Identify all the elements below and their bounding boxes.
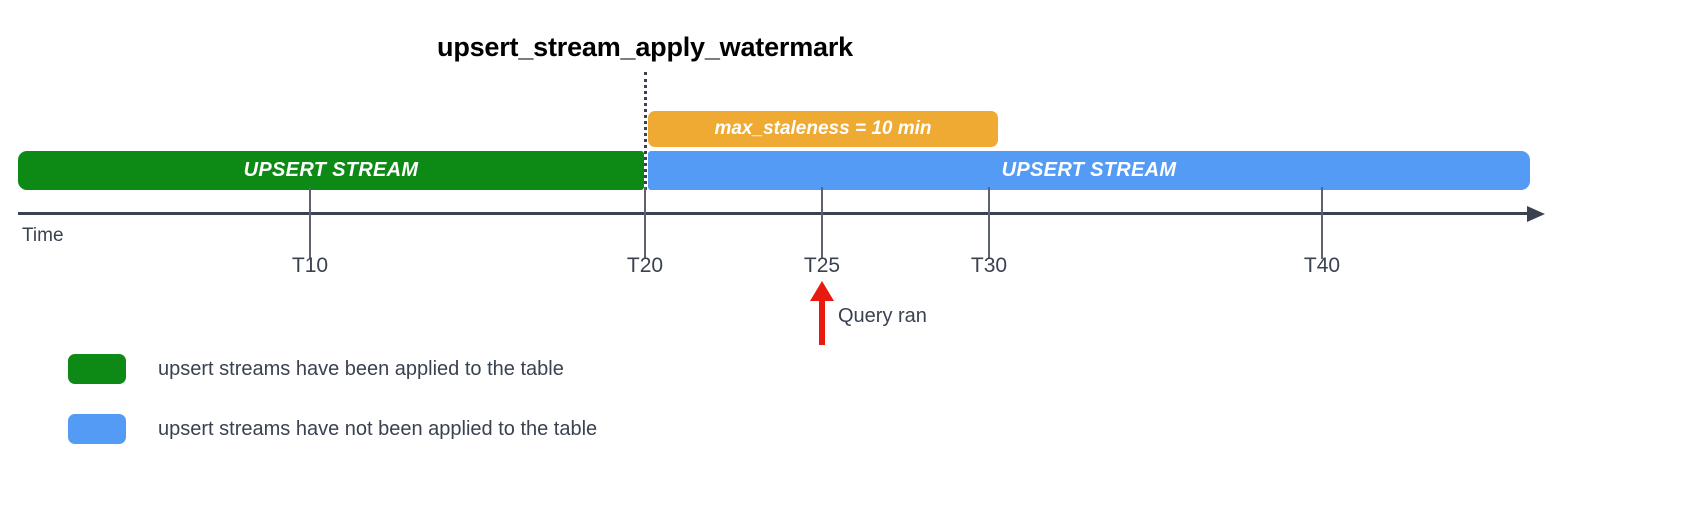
axis-tick-label-t40: T40 [1303,254,1341,277]
query-ran-arrow-head-icon [810,281,834,301]
legend-label: upsert streams have not been applied to … [158,417,598,440]
legend-item: upsert streams have been applied to the … [68,354,564,384]
axis-tick-label-t25: T25 [803,254,841,277]
upsert-stream-applied-bar: UPSERT STREAM [18,151,644,190]
axis-tick-t20 [644,187,646,259]
axis-tick-label-t30: T30 [970,254,1008,277]
time-axis-label: Time [22,225,64,246]
legend-label: upsert streams have been applied to the … [158,357,564,380]
legend-swatch [68,354,126,384]
query-ran-arrow-shaft-icon [819,297,825,345]
watermark-dotted-line [644,72,647,190]
legend-item: upsert streams have not been applied to … [68,414,597,444]
upsert-stream-not-applied-bar: UPSERT STREAM [648,151,1530,190]
axis-tick-t40 [1321,187,1323,259]
axis-tick-label-t10: T10 [291,254,329,277]
max-staleness-bar: max_staleness = 10 min [648,111,998,147]
upsert-stream-not-applied-label: UPSERT STREAM [1001,159,1177,181]
time-axis-arrow-icon [1527,206,1545,222]
axis-tick-t25 [821,187,823,259]
axis-tick-t30 [988,187,990,259]
axis-tick-t10 [309,187,311,259]
time-axis-line [18,212,1539,215]
axis-tick-label-t20: T20 [626,254,664,277]
query-ran-label: Query ran [838,305,927,327]
page-title: upsert_stream_apply_watermark [437,32,853,62]
upsert-stream-applied-label: UPSERT STREAM [243,159,419,181]
max-staleness-label: max_staleness = 10 min [714,118,932,139]
legend-swatch [68,414,126,444]
